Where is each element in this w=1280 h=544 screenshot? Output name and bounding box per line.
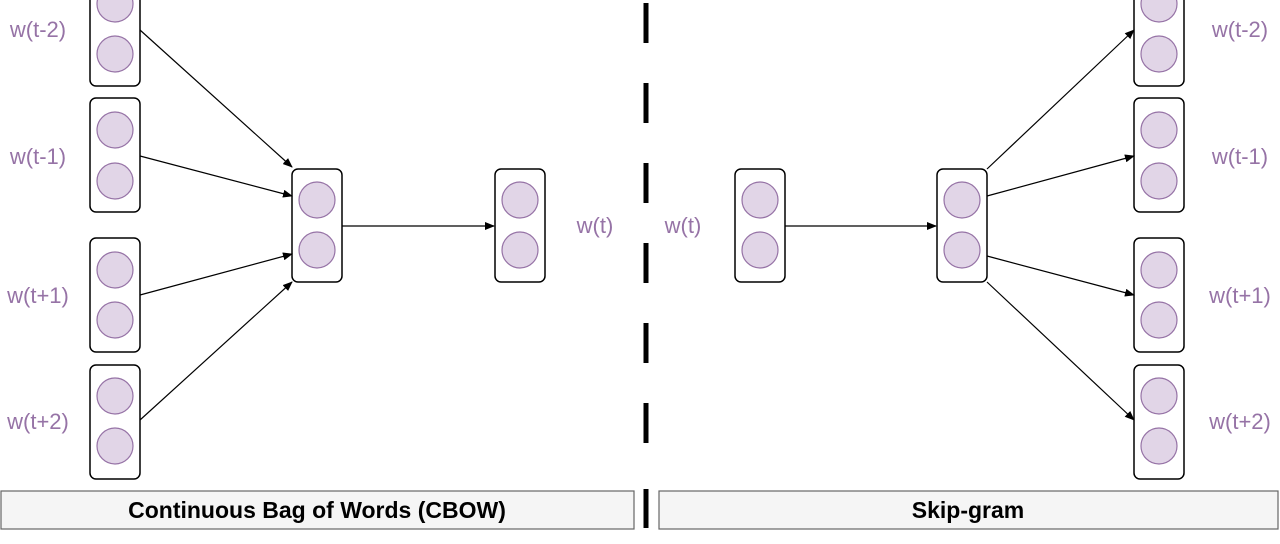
neuron [96, 111, 134, 149]
skipgram-projection-node [936, 168, 988, 283]
cbow-projection-node [291, 168, 343, 283]
skipgram-context-label-3: w(t+1) [1208, 283, 1271, 308]
cbow-input-node-w-t-plus-1 [89, 237, 141, 353]
cbow-context-label-2: w(t-1) [9, 144, 66, 169]
neuron [1140, 111, 1178, 149]
neuron [96, 162, 134, 200]
skipgram-context-label-2: w(t-1) [1211, 144, 1268, 169]
neuron [1140, 427, 1178, 465]
neuron [1140, 377, 1178, 415]
cbow-edge-4 [139, 281, 293, 421]
cbow-edge-1 [139, 29, 293, 168]
neuron [741, 181, 779, 219]
cbow-caption-box [0, 490, 635, 530]
skipgram-output-node-w-t-plus-1 [1133, 237, 1185, 353]
neuron [1140, 0, 1178, 23]
cbow-context-label-3: w(t+1) [6, 283, 69, 308]
neuron [1140, 301, 1178, 339]
skipgram-input-label: w(t) [664, 213, 702, 238]
neuron [943, 181, 981, 219]
neuron [1140, 251, 1178, 289]
skipgram-edge-2 [986, 29, 1135, 170]
skipgram-output-node-w-t-minus-1 [1133, 97, 1185, 213]
skipgram-caption: Skip-gram [912, 497, 1024, 523]
skipgram-edge-3 [986, 154, 1135, 197]
neuron [501, 231, 539, 269]
neuron [96, 35, 134, 73]
skipgram-input-node [734, 168, 786, 283]
cbow-input-node-w-t-plus-2 [89, 364, 141, 480]
cbow-panel: w(t-2) w(t-1) w(t+1) w(t+2) [0, 0, 635, 530]
cbow-input-node-w-t-minus-2 [89, 0, 141, 87]
neuron [1140, 162, 1178, 200]
skipgram-context-label-1: w(t-2) [1211, 17, 1268, 42]
skipgram-edge-5 [986, 281, 1135, 421]
neuron [1140, 35, 1178, 73]
neuron [298, 181, 336, 219]
neuron [943, 231, 981, 269]
neuron [96, 251, 134, 289]
cbow-context-label-4: w(t+2) [6, 409, 69, 434]
skipgram-caption-box [658, 490, 1279, 530]
cbow-caption: Continuous Bag of Words (CBOW) [128, 497, 506, 523]
cbow-input-node-w-t-minus-1 [89, 97, 141, 213]
neuron [298, 231, 336, 269]
cbow-edge-3 [139, 252, 293, 296]
neuron [96, 377, 134, 415]
cbow-context-label-1: w(t-2) [9, 17, 66, 42]
skipgram-context-label-4: w(t+2) [1208, 409, 1271, 434]
neuron [741, 231, 779, 269]
neuron [96, 427, 134, 465]
skipgram-edge-4 [986, 255, 1135, 297]
skipgram-panel: w(t) w(t-2) w(t-1) [658, 0, 1279, 530]
neuron [501, 181, 539, 219]
neuron [96, 0, 134, 23]
skipgram-output-node-w-t-minus-2 [1133, 0, 1185, 87]
cbow-output-node [494, 168, 546, 283]
cbow-edge-2 [139, 155, 293, 198]
skipgram-output-node-w-t-plus-2 [1133, 364, 1185, 480]
neuron [96, 301, 134, 339]
cbow-output-label: w(t) [576, 213, 614, 238]
